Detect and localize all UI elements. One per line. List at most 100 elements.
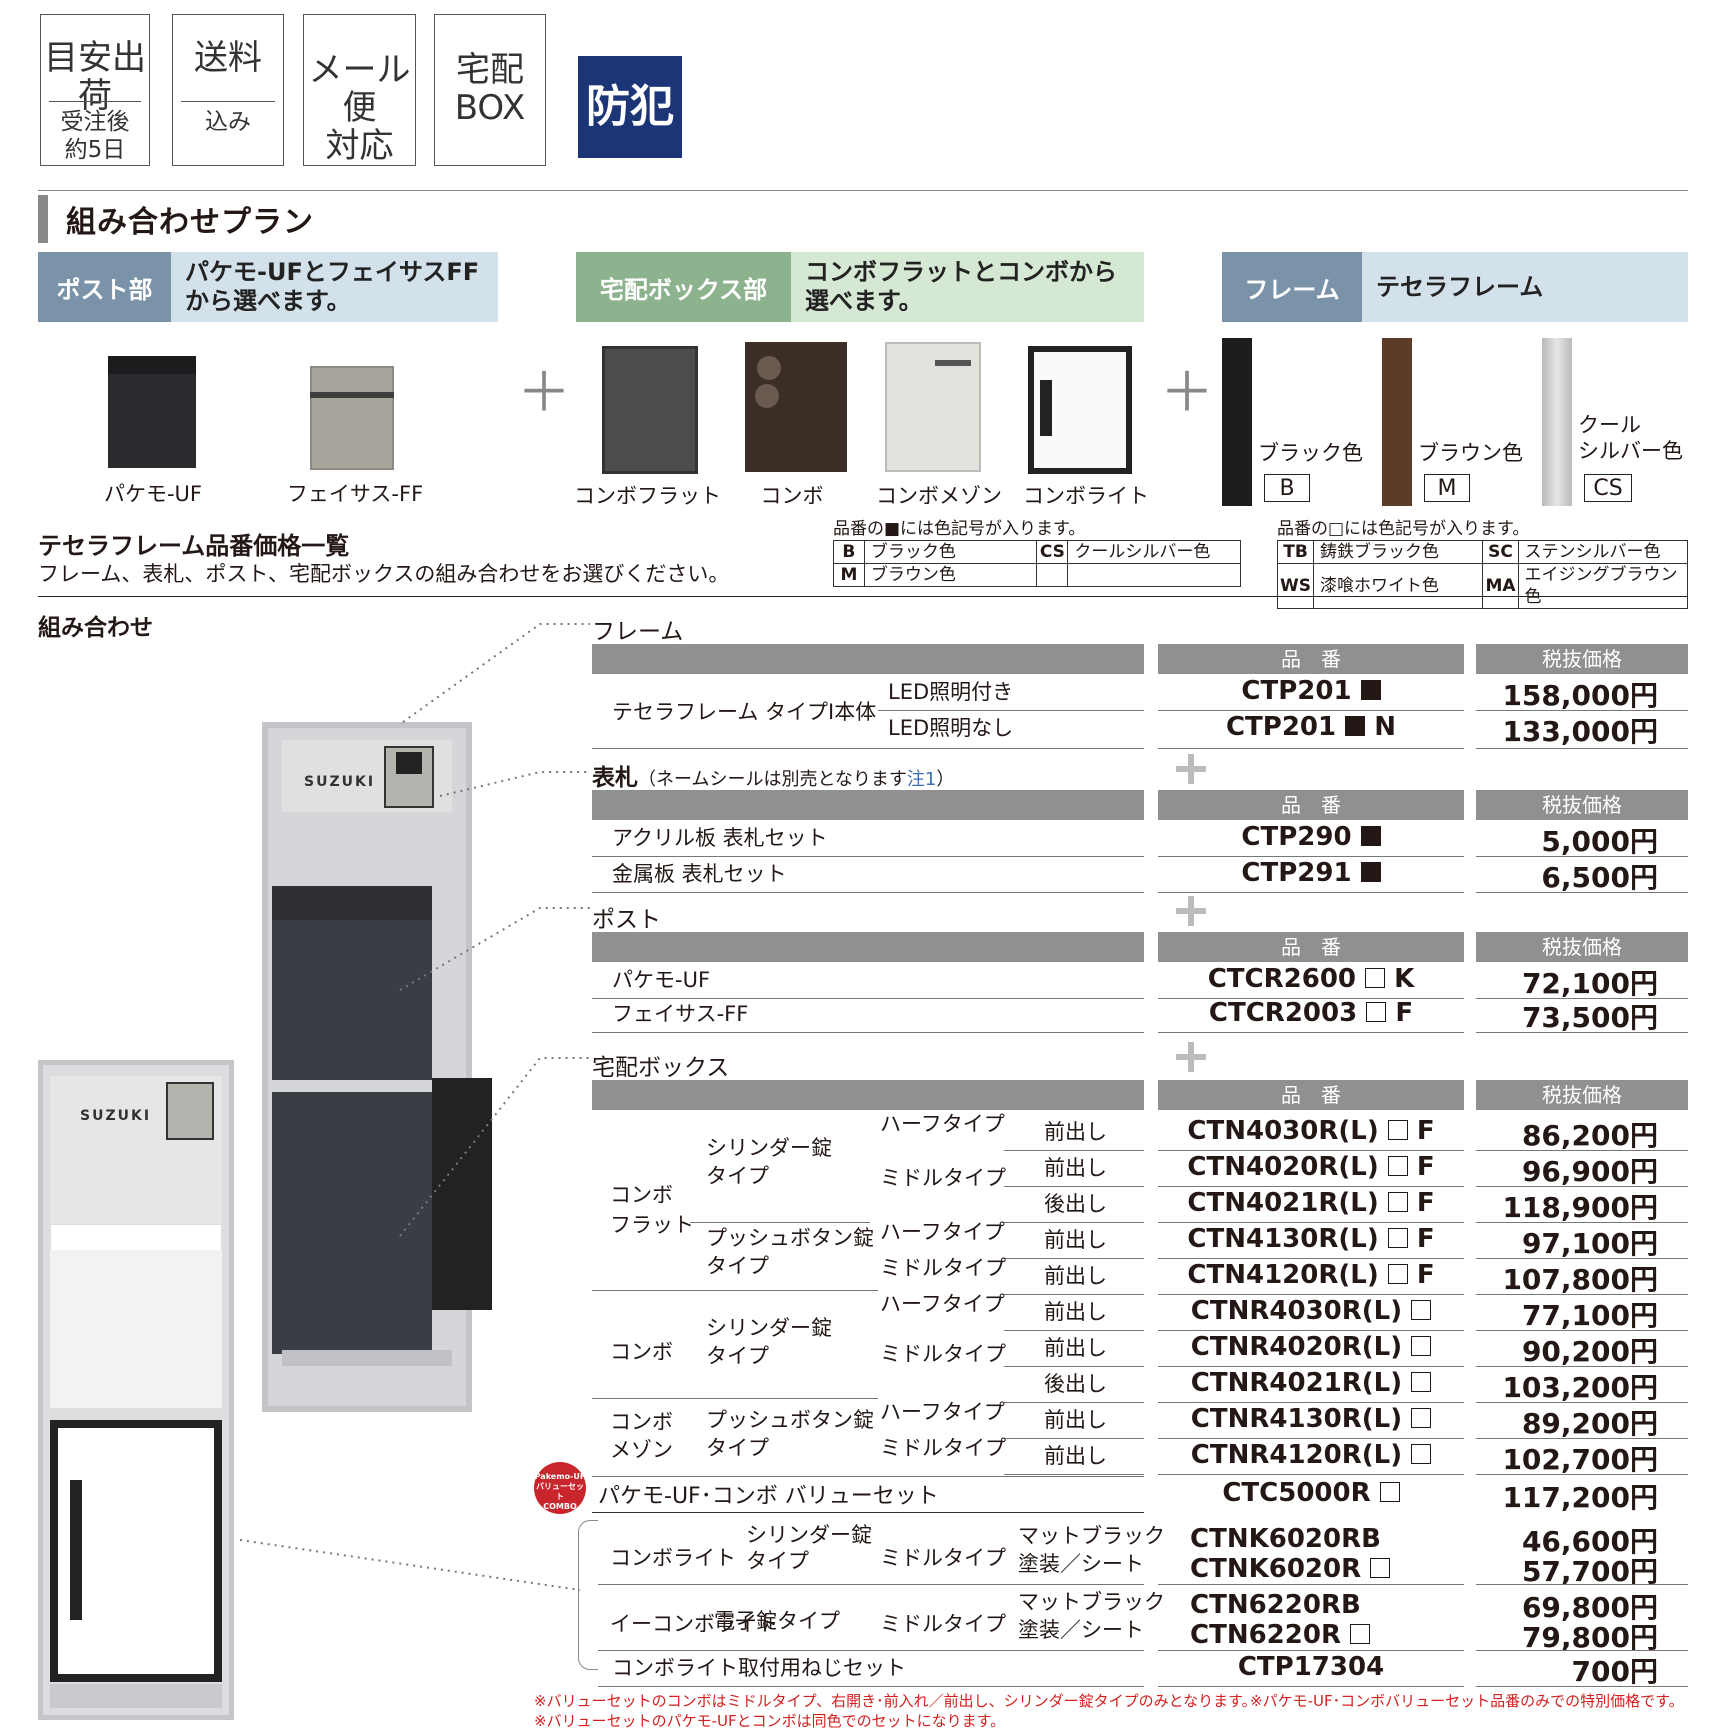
- color-code-box-filled: [1360, 862, 1381, 882]
- box-row-4-price: 107,800円: [1502, 1263, 1658, 1296]
- rule-left: [1004, 1438, 1144, 1439]
- color-code-box-empty: [1366, 1002, 1387, 1022]
- box-type-0: ハーフタイプ: [880, 1112, 1005, 1136]
- rule-code: [1158, 1402, 1464, 1403]
- color-code-box-empty: [1411, 1300, 1432, 1320]
- band-2: フレームテセラフレーム: [1222, 252, 1688, 322]
- box-lock-3: プッシュボタン錠タイプ: [706, 1408, 874, 1460]
- box-type-6: ミドルタイプ: [880, 1342, 1006, 1366]
- lite-price-0-0: 46,600円: [1521, 1525, 1658, 1558]
- box-dir-9: 前出し: [1044, 1444, 1107, 1468]
- lite-bracket: [578, 1520, 598, 1670]
- rule-price: [1476, 1150, 1688, 1151]
- lite-type-1: ミドルタイプ: [880, 1612, 1006, 1636]
- rule-code: [1158, 1438, 1464, 1439]
- box-row-6-code-text: CTNR4020R(L): [1190, 1332, 1403, 1362]
- color-code-box-empty: [1411, 1336, 1432, 1356]
- box-dir-0: 前出し: [1044, 1120, 1107, 1144]
- hdr-price-2: 税抜価格: [1476, 932, 1688, 962]
- box-row-3-price: 97,100円: [1521, 1227, 1658, 1260]
- box-group-1: コンボ: [610, 1340, 673, 1364]
- rule-group-1: [592, 1290, 878, 1291]
- rule-left: [598, 1584, 1144, 1585]
- box-dir-2: 後出し: [1044, 1192, 1107, 1216]
- frame-sub-0: LED照明付き: [888, 680, 1014, 704]
- box-group-2: コンボメゾン: [610, 1410, 673, 1462]
- rule-price: [1476, 1650, 1688, 1651]
- hdr-left-2: [592, 932, 1144, 962]
- nameplate-row-0-code: CTP290: [1158, 822, 1464, 852]
- section-header: 組み合わせプラン: [38, 190, 1688, 243]
- post-row-1-code: CTCR2003 F: [1158, 998, 1464, 1028]
- hdr-code-0: 品 番: [1158, 644, 1464, 674]
- hdr-price-3: 税抜価格: [1476, 1080, 1688, 1110]
- frame-name-2: クールシルバー色: [1578, 413, 1683, 463]
- rule-group-2: [592, 1398, 878, 1399]
- section-bar: [38, 195, 48, 243]
- lite-type-0: ミドルタイプ: [880, 1546, 1006, 1570]
- rule-price: [1476, 1186, 1688, 1187]
- post-title: ポスト: [592, 907, 661, 933]
- key-table-1-cell: ブラック色: [863, 540, 1038, 564]
- plus-icon-3: [1176, 1042, 1206, 1072]
- illus-box-side: [432, 1078, 492, 1310]
- color-code-box-filled: [1360, 680, 1381, 700]
- color-code-box-empty: [1387, 1228, 1408, 1248]
- key-table-2-cell: WS: [1277, 563, 1314, 609]
- box-type-3: ハーフタイプ: [880, 1220, 1005, 1244]
- key-table-2-cell: ステンシルバー色: [1517, 540, 1689, 564]
- color-code-box-filled: [1345, 716, 1366, 736]
- post-name-1: フェイサス-FF: [286, 482, 424, 506]
- box-lock-1: プッシュボタン錠タイプ: [706, 1226, 874, 1278]
- box-row-0-price: 86,200円: [1521, 1119, 1658, 1152]
- rule: [38, 596, 1688, 597]
- lite-code-text: CTN6220RB: [1190, 1590, 1361, 1620]
- tag-crime-prevention: 防犯: [578, 56, 682, 158]
- frame-img-0: [1222, 338, 1252, 506]
- rule-code: [1158, 710, 1464, 711]
- color-code-box-empty: [1387, 1264, 1408, 1284]
- key-table-2-cell: SC: [1482, 540, 1519, 564]
- frame-row-0-code: CTP201: [1158, 676, 1464, 706]
- box-row-2-price: 118,900円: [1502, 1191, 1658, 1224]
- box-row-3-code: CTN4130R(L) F: [1158, 1224, 1464, 1254]
- rule-price: [1476, 1222, 1688, 1223]
- illus2-intercom: [166, 1082, 214, 1140]
- key-table-2-cell: MA: [1482, 563, 1519, 609]
- box-row-2-code: CTN4021R(L) F: [1158, 1188, 1464, 1218]
- value-set-code: CTC5000R: [1158, 1478, 1464, 1508]
- hdr-left-0: [592, 644, 1144, 674]
- key-table-1-cell: CS: [1036, 540, 1069, 564]
- rule-code: [1158, 1686, 1464, 1687]
- key-table-1-cell: B: [833, 540, 865, 564]
- post-name-row-0: パケモ-UF: [612, 968, 711, 992]
- illus2-nameplate-text: SUZUKI: [80, 1108, 152, 1124]
- illus2-post: [50, 1224, 222, 1252]
- rule-left: [592, 892, 1144, 893]
- box-combo-knob2: [755, 384, 779, 408]
- box-row-3-code-text: CTN4130R(L): [1187, 1224, 1379, 1254]
- box-row-6-price: 90,200円: [1521, 1335, 1658, 1368]
- box-row-1-suffix: F: [1416, 1152, 1435, 1182]
- key-table-1-cell: クールシルバー色: [1067, 540, 1241, 564]
- lite-code-text: CTN6220R: [1190, 1620, 1341, 1650]
- box-row-4-code: CTN4120R(L) F: [1158, 1260, 1464, 1290]
- nameplate-name-1: 金属板 表札セット: [612, 862, 787, 886]
- box-name-0: コンボフラット: [574, 484, 721, 508]
- value-set-name: パケモ-UF･コンボ バリューセット: [598, 1484, 939, 1509]
- box-row-5-code-text: CTNR4030R(L): [1190, 1296, 1403, 1326]
- screw-code-text: CTP17304: [1237, 1652, 1385, 1682]
- rule-price: [1476, 856, 1688, 857]
- post-pakemo-top: [108, 356, 196, 374]
- color-code-box-empty: [1411, 1408, 1432, 1428]
- screw-price: 700円: [1571, 1655, 1658, 1688]
- rule-value-set: [592, 1512, 1144, 1513]
- combo-label: 組み合わせ: [38, 615, 153, 641]
- band-desc-text: テセラフレーム: [1376, 272, 1544, 301]
